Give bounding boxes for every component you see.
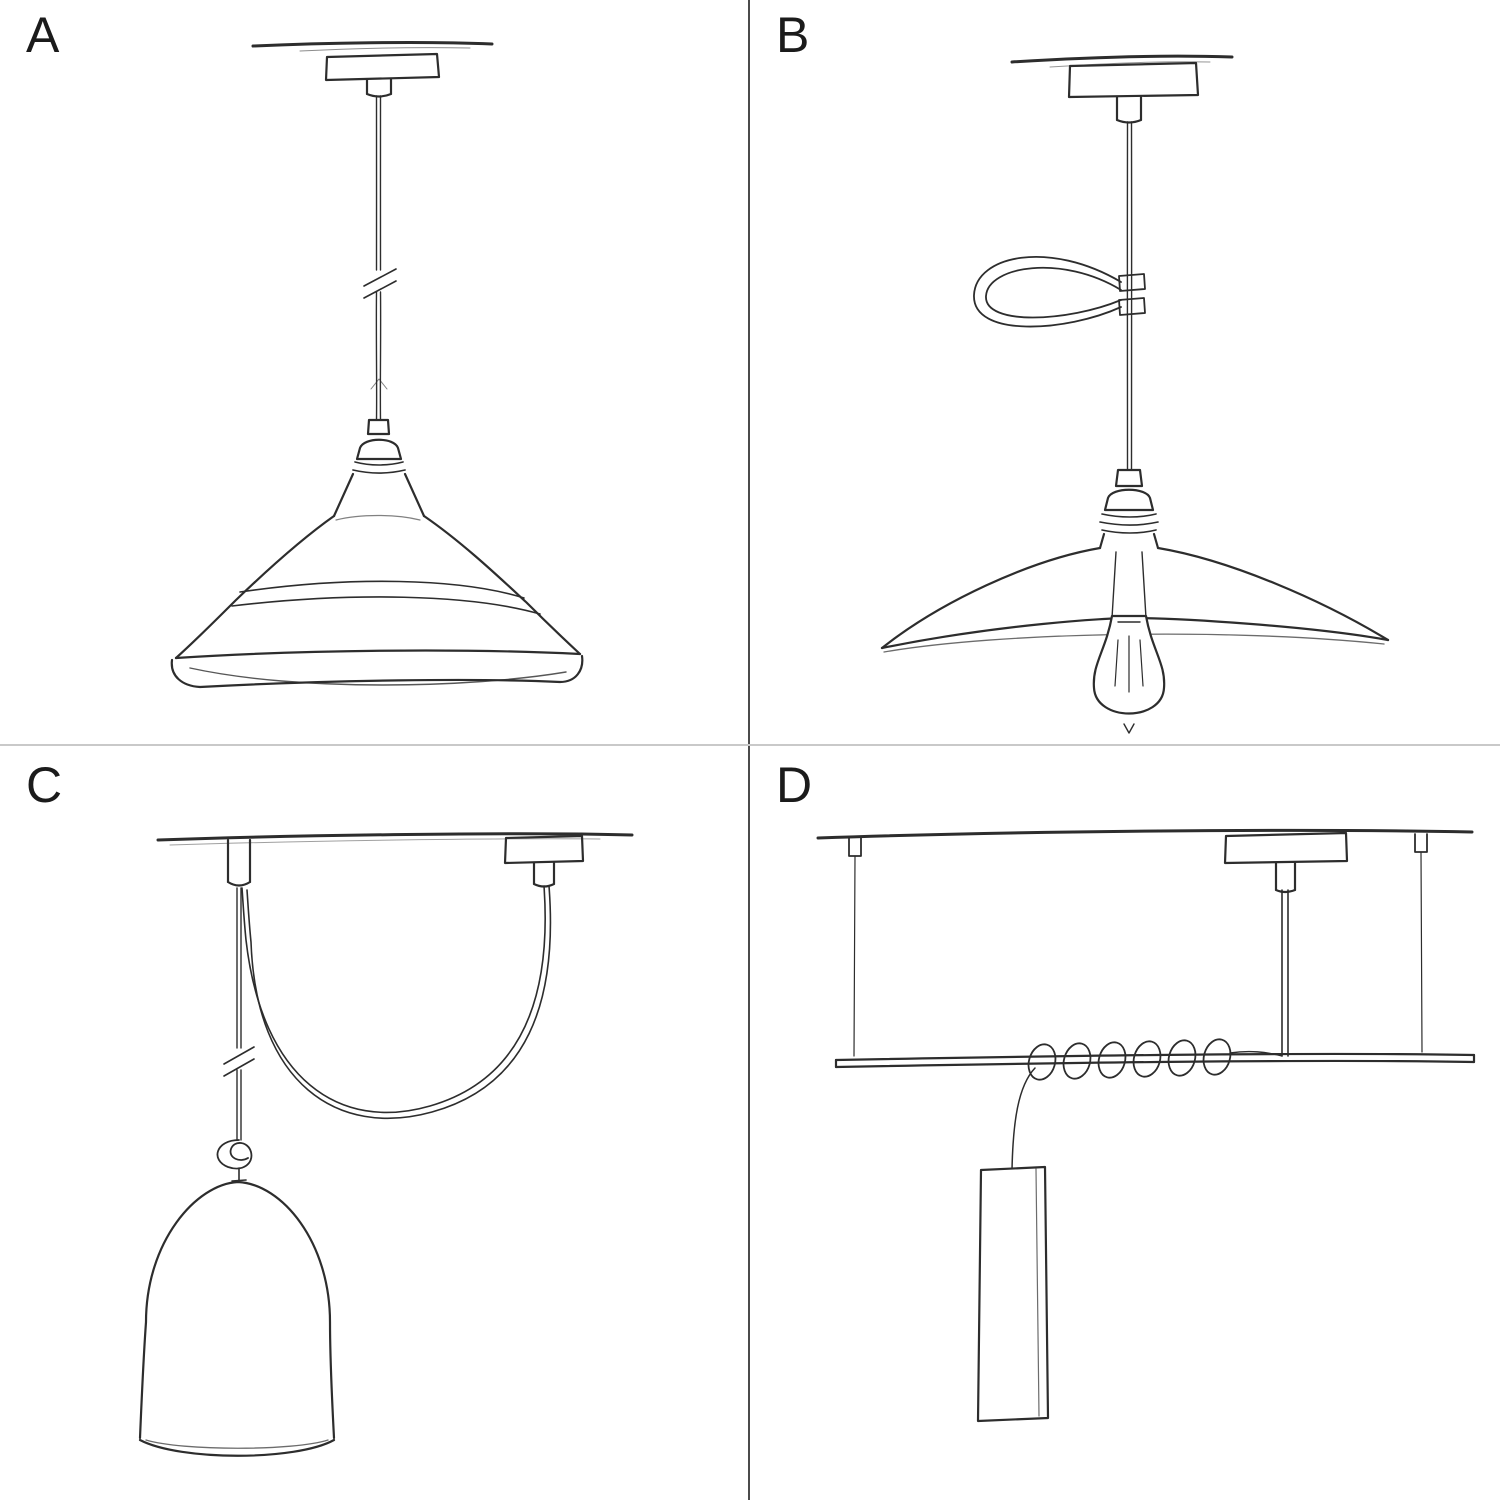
illustration-pendant-bowl-shade	[170, 41, 584, 689]
illustration-swag-hook-bell-shade	[138, 832, 634, 1457]
panel-a-label: A	[26, 7, 62, 63]
panel-c: C	[0, 750, 750, 1500]
panel-d: D	[750, 750, 1500, 1500]
panel-b-label: B	[776, 7, 812, 63]
panel-c-label: C	[26, 757, 65, 813]
horizontal-divider	[0, 744, 1500, 746]
panel-d-label: D	[776, 757, 815, 813]
illustration-suspended-bar-tube-pendant	[816, 828, 1476, 1423]
illustration-pendant-flat-shade-bulb	[880, 54, 1390, 734]
vertical-divider	[748, 0, 750, 1500]
panel-a: A	[0, 0, 750, 750]
panel-b: B	[750, 0, 1500, 750]
